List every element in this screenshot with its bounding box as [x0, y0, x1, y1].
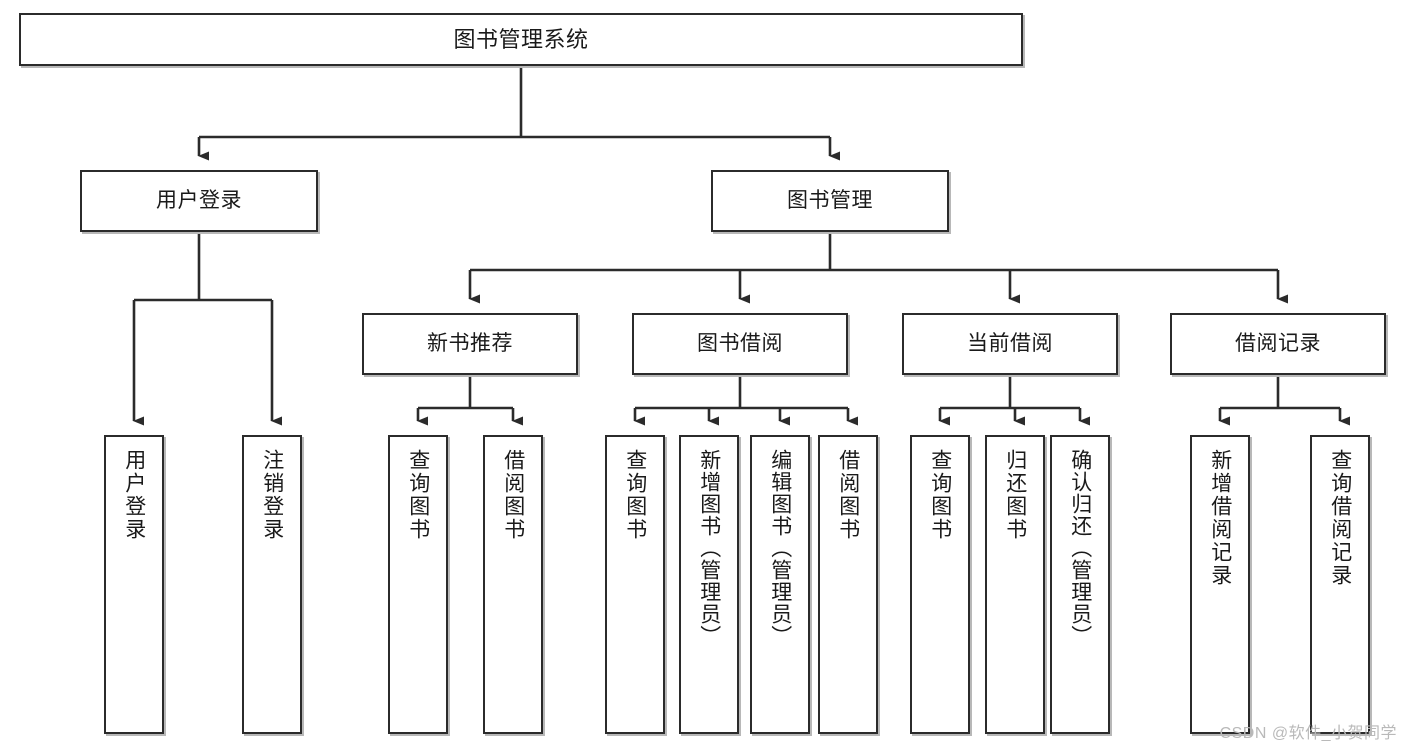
- node-leaf-query-book-1-label: 查询图书: [406, 449, 430, 541]
- node-leaf-confirm-return[interactable]: 确认归还（管理员）: [1050, 435, 1110, 734]
- node-leaf-add-book-label: 新增图书（管理员）: [697, 449, 721, 647]
- node-leaf-query-record-label: 查询借阅记录: [1328, 449, 1352, 587]
- node-new-book-recommend[interactable]: 新书推荐: [362, 313, 578, 375]
- node-book-borrow-label: 图书借阅: [697, 331, 783, 355]
- node-leaf-return-book-label: 归还图书: [1003, 449, 1027, 541]
- node-user-login[interactable]: 用户登录: [80, 170, 318, 232]
- node-leaf-edit-book-label: 编辑图书（管理员）: [768, 449, 792, 647]
- node-leaf-user-login[interactable]: 用户登录: [104, 435, 164, 734]
- csdn-watermark: CSDN @软件_小贺同学: [1219, 725, 1397, 742]
- node-leaf-edit-book[interactable]: 编辑图书（管理员）: [750, 435, 810, 734]
- node-leaf-add-book[interactable]: 新增图书（管理员）: [679, 435, 739, 734]
- node-leaf-query-book-2[interactable]: 查询图书: [605, 435, 665, 734]
- node-user-login-label: 用户登录: [156, 188, 242, 212]
- node-borrow-record[interactable]: 借阅记录: [1170, 313, 1386, 375]
- node-current-borrow-label: 当前借阅: [967, 331, 1053, 355]
- node-leaf-query-book-3-label: 查询图书: [928, 449, 952, 541]
- node-leaf-add-record[interactable]: 新增借阅记录: [1190, 435, 1250, 734]
- node-leaf-query-record[interactable]: 查询借阅记录: [1310, 435, 1370, 734]
- node-root-label: 图书管理系统: [453, 26, 589, 52]
- node-leaf-return-book[interactable]: 归还图书: [985, 435, 1045, 734]
- node-book-manage[interactable]: 图书管理: [711, 170, 949, 232]
- node-leaf-query-book-2-label: 查询图书: [623, 449, 647, 541]
- node-leaf-confirm-return-label: 确认归还（管理员）: [1068, 449, 1092, 647]
- node-leaf-query-book-1[interactable]: 查询图书: [388, 435, 448, 734]
- node-new-book-recommend-label: 新书推荐: [427, 331, 513, 355]
- node-book-manage-label: 图书管理: [787, 188, 873, 212]
- node-leaf-borrow-book-1-label: 借阅图书: [501, 449, 525, 541]
- node-borrow-record-label: 借阅记录: [1235, 331, 1321, 355]
- node-leaf-query-book-3[interactable]: 查询图书: [910, 435, 970, 734]
- node-root[interactable]: 图书管理系统: [19, 13, 1023, 66]
- node-leaf-borrow-book-2-label: 借阅图书: [836, 449, 860, 541]
- node-leaf-user-login-label: 用户登录: [122, 449, 146, 541]
- node-leaf-borrow-book-2[interactable]: 借阅图书: [818, 435, 878, 734]
- node-leaf-add-record-label: 新增借阅记录: [1208, 449, 1232, 587]
- node-leaf-user-logout[interactable]: 注销登录: [242, 435, 302, 734]
- node-current-borrow[interactable]: 当前借阅: [902, 313, 1118, 375]
- node-leaf-user-logout-label: 注销登录: [260, 449, 284, 541]
- node-leaf-borrow-book-1[interactable]: 借阅图书: [483, 435, 543, 734]
- node-book-borrow[interactable]: 图书借阅: [632, 313, 848, 375]
